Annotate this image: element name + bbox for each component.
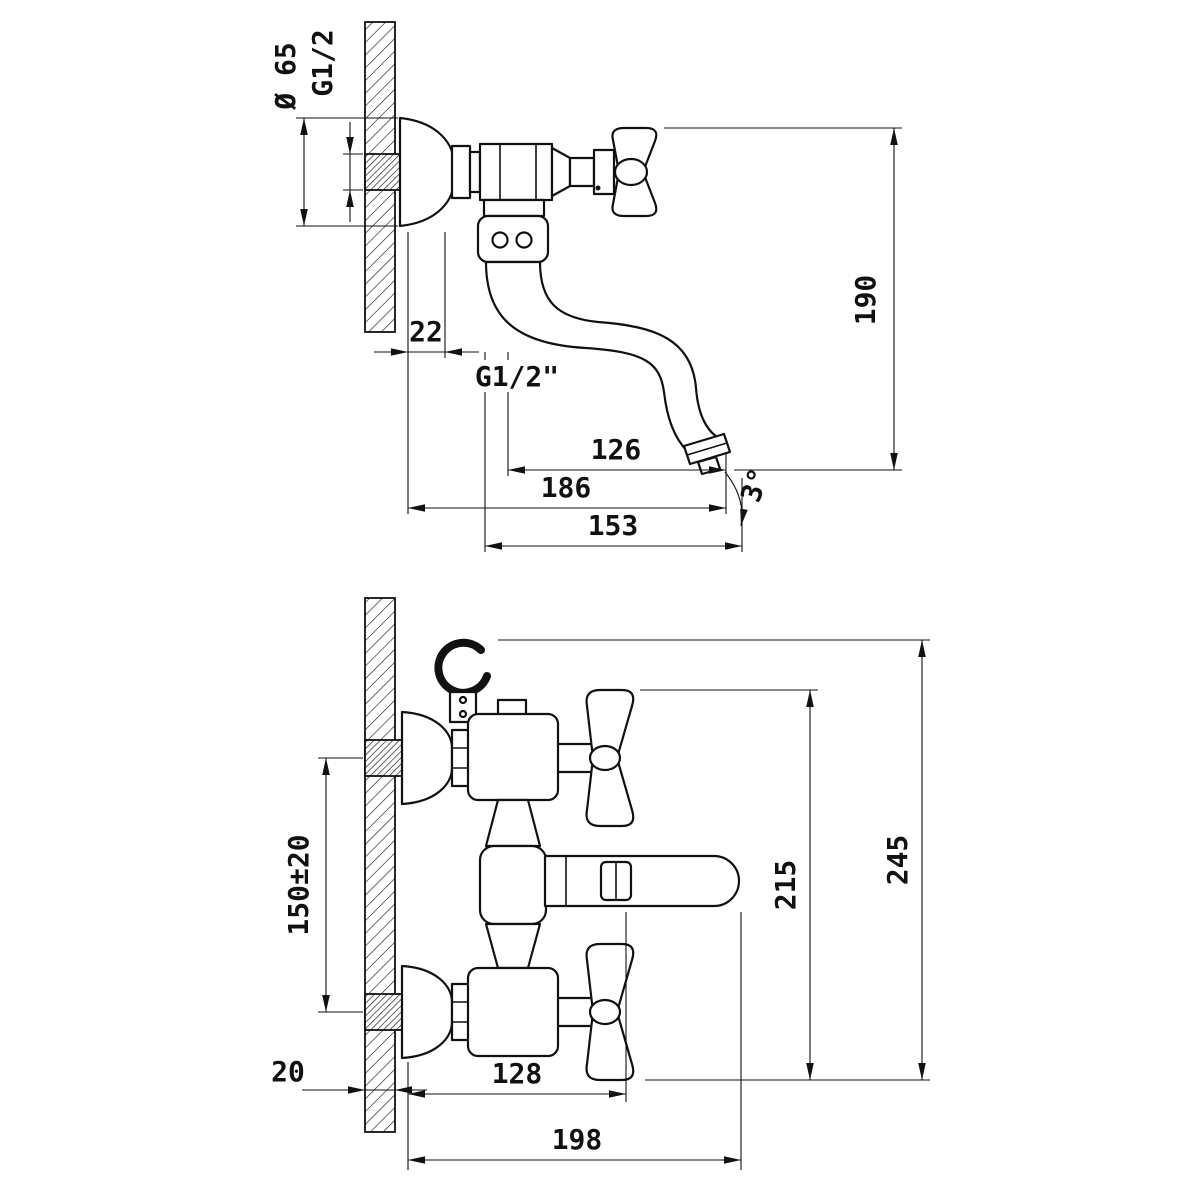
dim-centers-label: 150±20 [282, 834, 315, 935]
handle-bottom-arm-up [585, 942, 635, 1014]
bracket-screw [458, 695, 468, 705]
wall-section [364, 597, 396, 1133]
flange-top [400, 710, 454, 806]
valve-block-bottom [466, 966, 560, 1058]
spout [543, 854, 741, 908]
front-view-dimensions: 150±20 20 128 198 215 245 [271, 639, 930, 1170]
dim-diameter-label: Ø 65 [269, 42, 302, 110]
dim-outlet-reach-label: 153 [588, 509, 639, 542]
dim-body-height-label: 215 [769, 860, 802, 911]
dim-depth-label: 22 [409, 315, 443, 348]
flange-bottom [400, 964, 454, 1060]
screw [515, 231, 533, 249]
handle-bottom-hub [588, 998, 622, 1026]
aerator-line [686, 442, 728, 456]
handle-hub [613, 157, 649, 187]
mid-block [478, 844, 548, 926]
dim-total-height-label: 245 [881, 835, 914, 886]
body-step [482, 198, 546, 218]
handle-top-arm-up [585, 688, 635, 760]
wall-thread-bottom [364, 993, 409, 1031]
dim-total-reach-label: 186 [541, 471, 592, 504]
faucet-body [364, 116, 732, 476]
shower-hook [434, 638, 491, 697]
stem [568, 156, 596, 188]
front-view: 150±20 20 128 198 215 245 [271, 597, 930, 1170]
screw-dot [595, 185, 601, 191]
stem-bottom [554, 996, 596, 1028]
screw [491, 231, 509, 249]
bracket-screw [458, 709, 468, 719]
dim-body-width-label: 128 [492, 1057, 543, 1090]
mixer-body [364, 638, 741, 1082]
wall-hatch [364, 597, 396, 1133]
dim-total-width-label: 198 [552, 1123, 603, 1156]
collar [450, 144, 472, 200]
diverter-block [476, 214, 550, 264]
valve-housing [478, 142, 554, 202]
ring [468, 150, 482, 194]
cone [550, 146, 572, 198]
handle-top-hub [588, 744, 622, 772]
neck-upper [484, 798, 542, 848]
handle-bottom-arm-down [585, 1010, 635, 1082]
dim-wall-thickness-label: 20 [271, 1055, 305, 1088]
side-view-dimensions: Ø 65 G1/2 22 G1/2" 126 186 153 190 3° [269, 29, 902, 552]
neck-lower [484, 922, 542, 970]
spout [484, 260, 724, 454]
dim-wall-thread-label: G1/2 [306, 29, 339, 96]
side-view: Ø 65 G1/2 22 G1/2" 126 186 153 190 3° [269, 21, 902, 552]
flange [398, 116, 456, 228]
handle-top-arm-down [585, 756, 635, 828]
dim-spout-thread-label: G1/2" [475, 360, 559, 393]
dim-height-label: 190 [849, 275, 882, 326]
dim-spout-reach-label: 126 [591, 433, 642, 466]
valve-block-top [466, 712, 560, 802]
stem-top [554, 742, 596, 774]
